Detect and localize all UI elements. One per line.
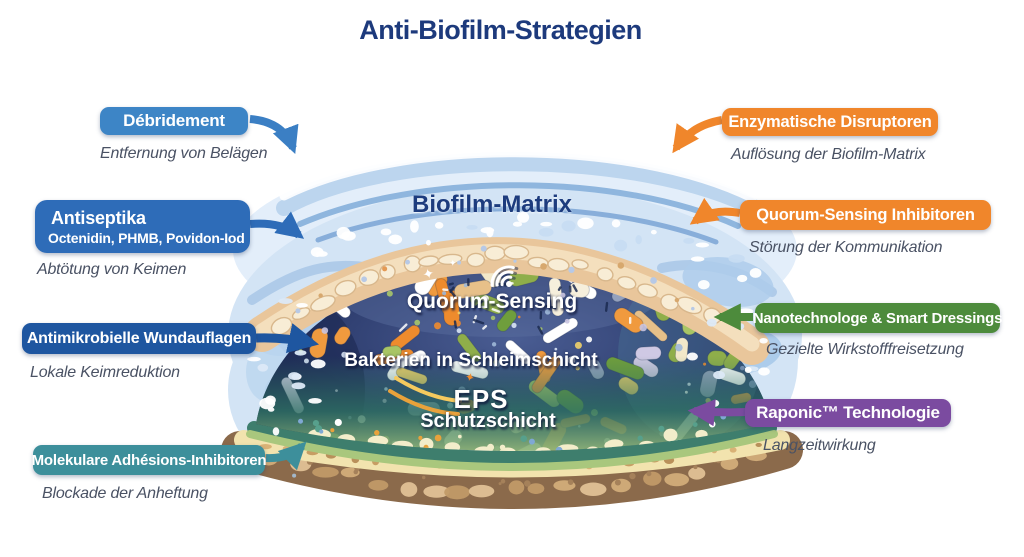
caption-antiseptika: Abtötung von Keimen bbox=[37, 261, 187, 278]
arrow-antiseptika bbox=[249, 211, 305, 239]
strategy-label: Nanotechnologe & Smart Dressings bbox=[752, 309, 1003, 327]
strategy-sublabel: Octenidin, PHMB, Povidon-Iod bbox=[48, 229, 245, 246]
svg-text:✦: ✦ bbox=[449, 258, 457, 268]
caption-quorum-sensing-inhibitoren: Störung der Kommunikation bbox=[749, 239, 943, 256]
strategy-label: Molekulare Adhésions-Inhibitoren bbox=[31, 451, 267, 469]
strategy-label: Antiseptika bbox=[51, 207, 146, 228]
eps-flow-arcs bbox=[388, 376, 462, 416]
connector-arrows bbox=[249, 115, 753, 471]
caption-raponic-technologie: Langzeitwirkung bbox=[763, 437, 876, 454]
arrow-qsi bbox=[689, 197, 741, 225]
label-schutzschicht: Schutzschicht bbox=[420, 410, 556, 432]
strategy-box-enzymatische-disruptoren: Enzymatische Disruptoren bbox=[722, 108, 938, 136]
wound-bed-layers bbox=[221, 421, 803, 509]
svg-text:✦: ✦ bbox=[421, 264, 437, 283]
strategy-box-antiseptika: Antiseptika Octenidin, PHMB, Povidon-Iod bbox=[35, 200, 250, 253]
label-eps: EPS bbox=[453, 384, 509, 414]
caption-adhaesions-inhibitoren: Blockade der Anheftung bbox=[42, 485, 208, 502]
strategy-box-wundauflagen: Antimikrobielle Wundauflagen bbox=[22, 323, 256, 354]
strategy-box-raponic-technologie: Raponic™ Technologie bbox=[745, 399, 951, 427]
quorum-signal-icon bbox=[490, 265, 519, 288]
arrow-raponic bbox=[687, 399, 747, 427]
label-biofilm-matrix: Biofilm-Matrix bbox=[411, 191, 573, 218]
strategy-label: Quorum-Sensing Inhibitoren bbox=[756, 205, 975, 224]
caption-debridement: Entfernung von Belägen bbox=[100, 145, 268, 162]
caption-enzymatische-disruptoren: Auflösung der Biofilm-Matrix bbox=[731, 146, 926, 163]
arrow-wundauflagen bbox=[255, 323, 320, 354]
strategy-label: Débridement bbox=[123, 111, 225, 130]
label-quorum-sensing: Quorum-Sensing bbox=[406, 290, 578, 313]
page-title: Anti-Biofilm-Strategien bbox=[359, 15, 642, 45]
caption-nanotechnologie-smart-dressings: Gezielte Wirkstofffreisetzung bbox=[766, 341, 964, 358]
svg-text:✦: ✦ bbox=[463, 369, 476, 385]
sparkle-icons: ✦ ✦ ✦ bbox=[421, 258, 477, 386]
strategy-box-adhaesions-inhibitoren: Molekulare Adhésions-Inhibitoren bbox=[31, 445, 267, 475]
strategy-label: Raponic™ Technologie bbox=[756, 403, 940, 422]
strategy-label: Antimikrobielle Wundauflagen bbox=[26, 329, 252, 347]
arrow-debridement bbox=[249, 115, 299, 154]
strategy-label: Enzymatische Disruptoren bbox=[728, 112, 932, 131]
caption-wundauflagen: Lokale Keimreduktion bbox=[30, 364, 180, 381]
arrow-adhaesions bbox=[265, 441, 307, 471]
strategy-box-quorum-sensing-inhibitoren: Quorum-Sensing Inhibitoren bbox=[740, 200, 991, 230]
strategy-box-debridement: Débridement bbox=[100, 107, 248, 135]
strategy-box-nanotechnologie-smart-dressings: Nanotechnologe & Smart Dressings bbox=[752, 303, 1003, 333]
label-bakterien: Bakterien in Schleimschicht bbox=[344, 350, 598, 371]
arrow-enzymatisch bbox=[672, 116, 723, 154]
